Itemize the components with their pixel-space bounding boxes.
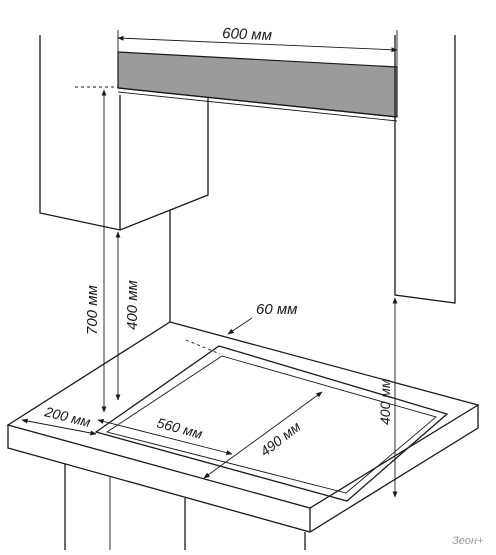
dim-cutout-width: 560 мм bbox=[97, 414, 233, 456]
dim-hood-width: 600 мм bbox=[117, 25, 398, 53]
dim-side-gap-label: 200 мм bbox=[42, 403, 92, 430]
dim-side-gap: 200 мм bbox=[21, 403, 97, 436]
watermark: Зеон+ bbox=[452, 535, 484, 547]
dim-cutout-depth-label: 490 мм bbox=[257, 418, 304, 459]
left-wall-cabinet bbox=[39, 35, 209, 231]
dim-wall-cabinet-clearance-label: 400 мм bbox=[377, 378, 393, 425]
hob-cutout bbox=[94, 345, 449, 502]
countertop bbox=[6, 321, 480, 533]
base-cabinet bbox=[64, 464, 306, 550]
dim-cutout-depth: 490 мм bbox=[203, 391, 323, 479]
dim-cabinet-to-hob: 700 мм bbox=[75, 86, 118, 413]
dim-hood-to-hob-label: 400 мм bbox=[124, 280, 141, 330]
dim-cabinet-to-hob-label: 700 мм bbox=[84, 285, 101, 335]
dim-rear-gap-label: 60 мм bbox=[256, 301, 297, 318]
dim-hood-to-hob: 400 мм bbox=[115, 231, 141, 401]
dim-wall-cabinet-clearance: 400 мм bbox=[377, 297, 398, 498]
hood-front-face bbox=[117, 51, 398, 118]
dim-hood-width-label: 600 мм bbox=[222, 25, 272, 44]
range-hood bbox=[117, 30, 398, 122]
dim-cutout-width-label: 560 мм bbox=[155, 414, 204, 442]
dim-rear-gap: 60 мм bbox=[185, 301, 297, 355]
right-wall-cabinet bbox=[394, 35, 456, 304]
